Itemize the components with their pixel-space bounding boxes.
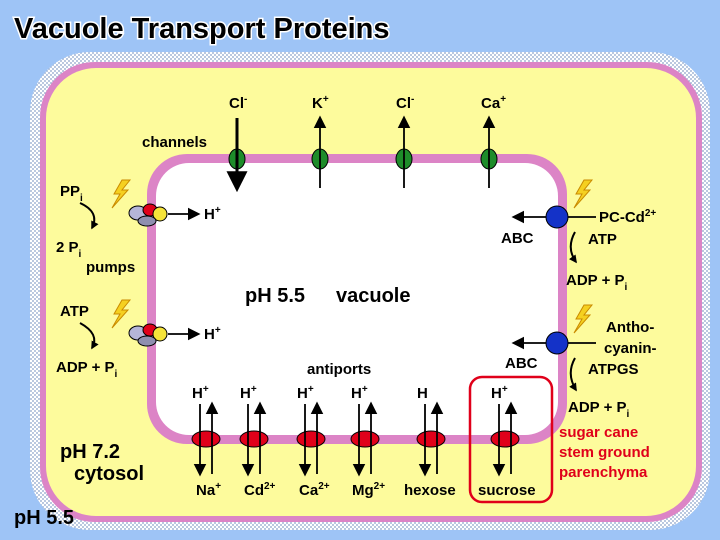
abc-label-bottom: ABC (505, 355, 538, 372)
antiport-protein (296, 430, 326, 448)
pump-atpase-product: ADP + Pi (56, 359, 118, 380)
antiport-proton-label: H+ (192, 384, 209, 402)
antiport-partner-label: Ca2+ (299, 481, 330, 499)
abc-transporter-pc-cd-energy: ATP (588, 231, 617, 248)
antiport-proton-label: H+ (297, 384, 314, 402)
antiport-protein (239, 430, 269, 448)
abc-transporter-protein (545, 205, 569, 229)
abc-transporter-pc-cd-product: ADP + Pi (566, 272, 628, 293)
abc-substrate-line1: Antho- (606, 319, 654, 336)
channel-ca-out-ion-label: Ca+ (481, 94, 506, 112)
channels-label: channels (142, 134, 207, 151)
antiport-proton-label: H+ (491, 384, 508, 402)
channel-cl-out-ion-label: Cl- (396, 94, 414, 112)
pump-ppase-ion: H+ (204, 205, 221, 223)
pump-atpase-ion: H+ (204, 325, 221, 343)
pump-complex-icon (128, 203, 168, 227)
cytosol-label: cytosol (74, 463, 144, 485)
abc-transporter-protein (545, 331, 569, 355)
diagram-title: Vacuole Transport Proteins (14, 13, 390, 45)
channel-k-out: K+ (311, 94, 329, 188)
tissue-label-line1: sugar cane (559, 424, 638, 441)
lightning-icon (573, 304, 594, 334)
tissue-label-line3: parenchyma (559, 464, 648, 481)
antiport-protein (416, 430, 446, 448)
pumps-label: pumps (86, 259, 135, 276)
pump-ppase-product: 2 Pi (56, 239, 82, 260)
antiport-partner-label: sucrose (478, 482, 536, 499)
pump-atpase-substrate: ATP (60, 303, 89, 320)
antiport-proton-label: H+ (351, 384, 368, 402)
vacuole-lumen (156, 163, 558, 435)
pump-ppase: PPi 2 Pi pumps H+ (56, 179, 221, 276)
vacuole-label: vacuole (336, 285, 410, 307)
lightning-icon (111, 179, 132, 209)
cytosol-ph-label: pH 7.2 (60, 441, 120, 463)
antiport-partner-label: Cd2+ (244, 481, 276, 499)
tissue-label-line2: stem ground (559, 444, 650, 461)
channel-cl-in-ion-label: Cl- (229, 94, 247, 112)
antiport-protein (350, 430, 380, 448)
antiport-partner-label: Mg2+ (352, 481, 385, 499)
antiport-sucrose: H+ sucrose (478, 384, 536, 499)
antiport-na: H+ Na+ (191, 384, 221, 499)
abc-substrate-line2: cyanin- (604, 340, 657, 357)
antiport-proton-label: H (417, 385, 428, 402)
abc-label-top: ABC (501, 230, 534, 247)
channel-cl-in: Cl- (226, 94, 248, 193)
antiport-protein (490, 430, 520, 448)
pump-atpase: ATP ADP + Pi H+ (56, 299, 221, 380)
sucrose-highlight-box (468, 375, 554, 504)
pump-complex-icon (128, 323, 168, 347)
lightning-icon (573, 179, 594, 209)
channel-ca-out: Ca+ (480, 94, 506, 188)
vacuole-ph-label: pH 5.5 (245, 285, 305, 307)
antiport-mg: H+ Mg2+ (350, 384, 385, 499)
channel-k-out-ion-label: K+ (312, 94, 329, 112)
antiport-partner-label: Na+ (196, 481, 221, 499)
abc-transporter-pc-cd: PC-Cd2+ ABC ATP ADP + Pi (501, 179, 656, 293)
abc-transporter-pc-cd-substrate: PC-Cd2+ (599, 208, 656, 226)
abc-substrate-line3: ATPGS (588, 361, 639, 378)
abc-transporter-anthocyanin: Antho- cyanin- ATPGS ABC ADP + Pi (505, 304, 657, 420)
antiport-cd: H+ Cd2+ (239, 384, 276, 499)
abc-transporter-anthocyanin-product: ADP + Pi (568, 399, 630, 420)
antiport-protein (191, 430, 221, 448)
channel-cl-out: Cl- (395, 94, 414, 188)
lightning-icon (111, 299, 132, 329)
pump-ppase-substrate: PPi (60, 183, 83, 204)
antiport-proton-label: H+ (240, 384, 257, 402)
antiports-label: antiports (307, 361, 371, 378)
antiport-ca: H+ Ca2+ (296, 384, 330, 499)
antiport-partner-label: hexose (404, 482, 456, 499)
outside-ph-label: pH 5.5 (14, 507, 74, 529)
